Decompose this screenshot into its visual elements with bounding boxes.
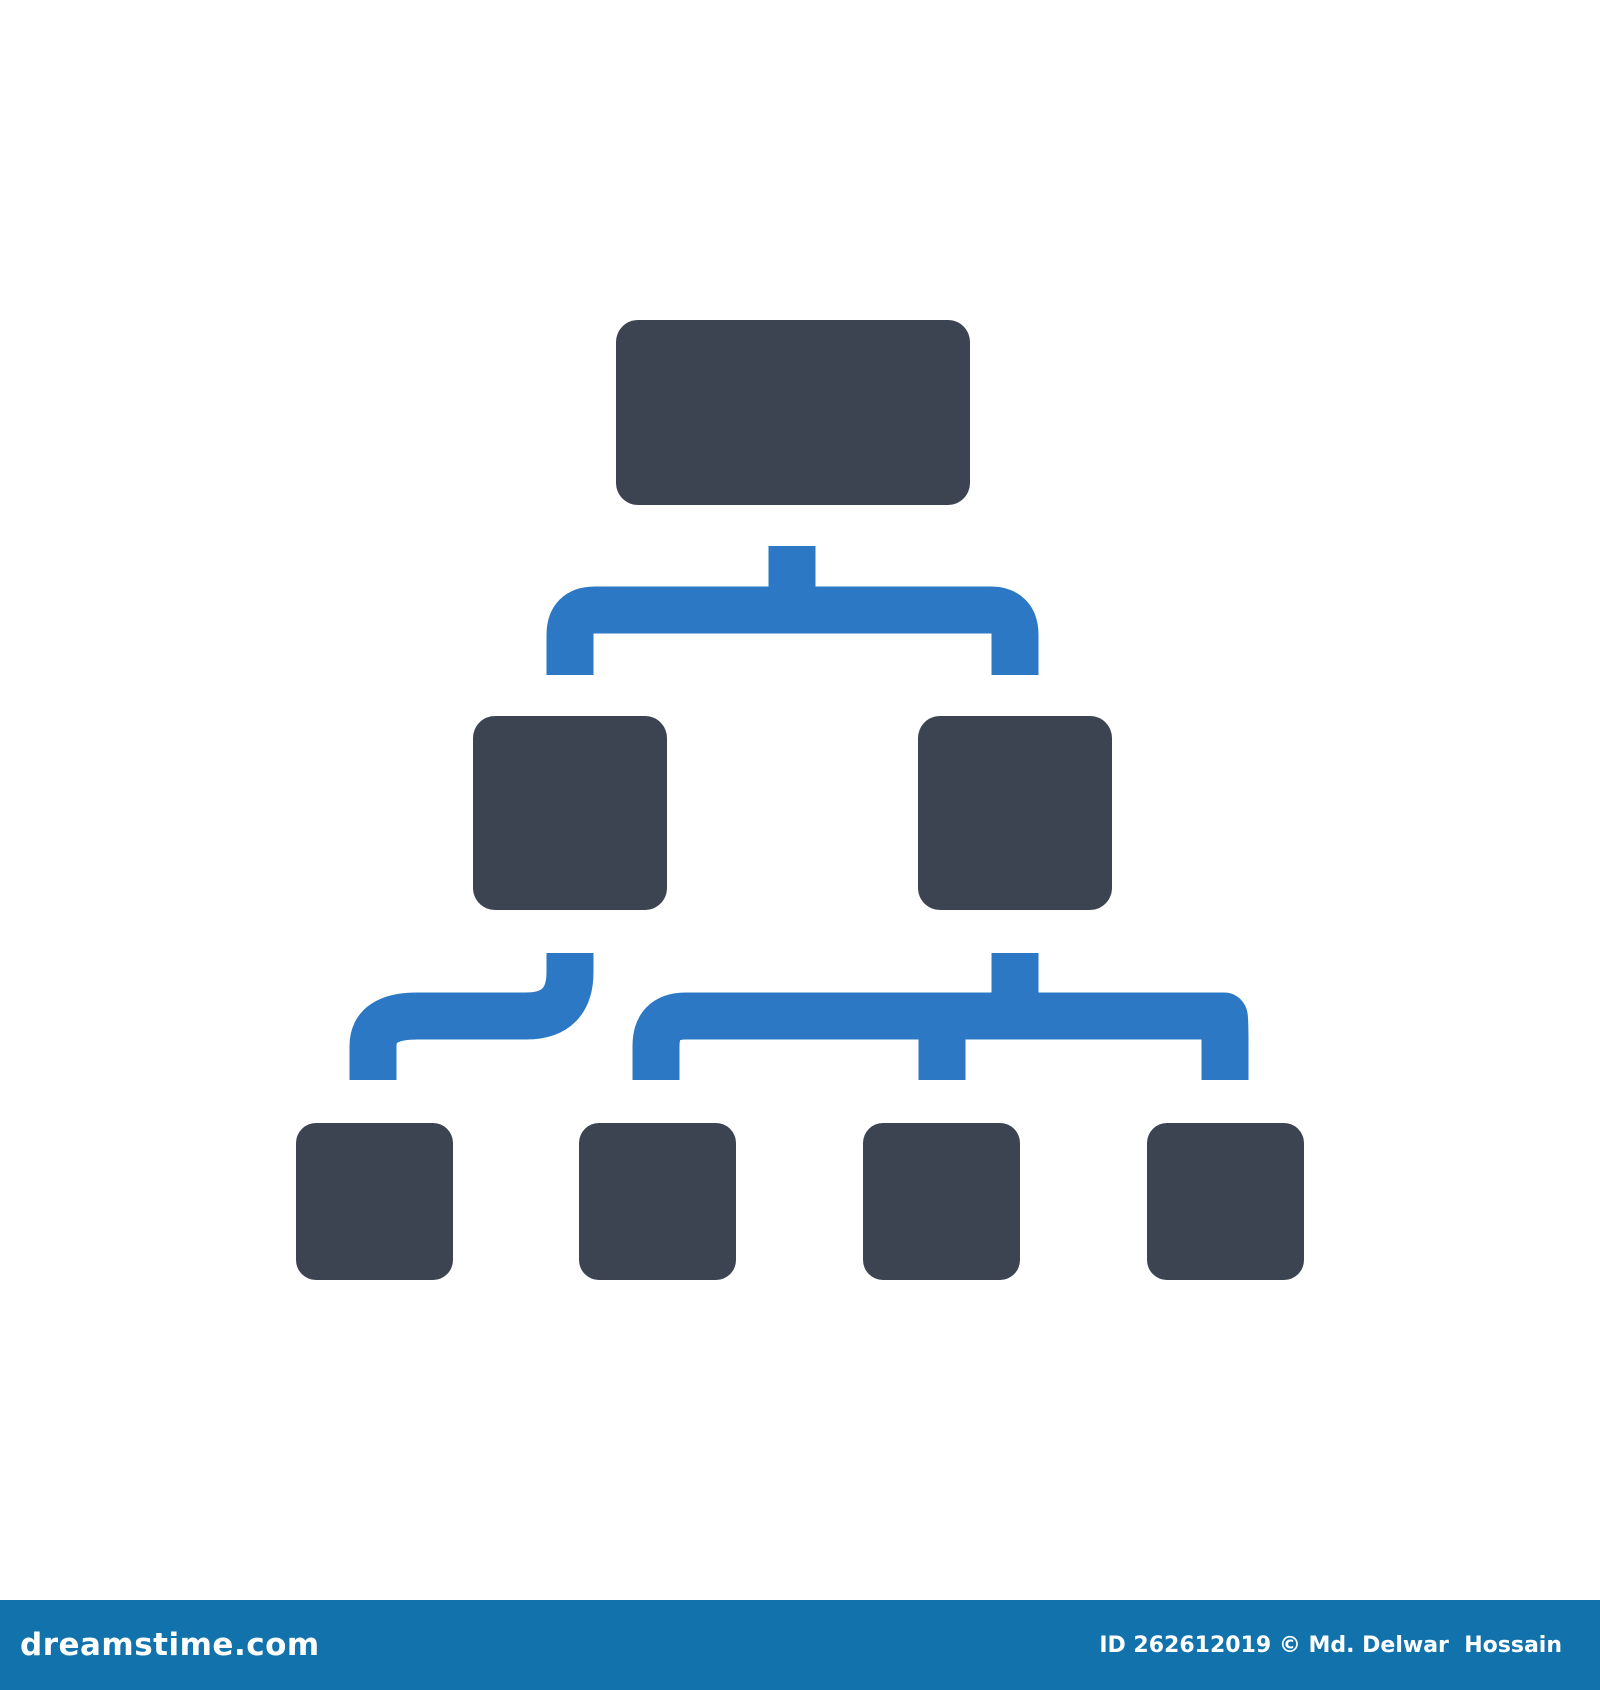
- hierarchy-structure-icon: [296, 320, 1304, 1280]
- footer-credit: ID 262612019 © Md. Delwar Hossain: [1099, 1632, 1562, 1658]
- connector-right-to-level2: [632, 953, 1249, 1080]
- level2-node-2: [579, 1123, 736, 1280]
- level2-node-1: [296, 1123, 453, 1280]
- level1-node-left: [473, 716, 667, 910]
- root-node: [616, 320, 970, 505]
- watermark-footer: dreamstime.com ID 262612019 © Md. Delwar…: [0, 1600, 1600, 1690]
- level2-node-3: [863, 1123, 1020, 1280]
- level2-node-4: [1147, 1123, 1304, 1280]
- connector-left-to-level2: [349, 948, 594, 1080]
- footer-brand: dreamstime.com: [20, 1627, 320, 1663]
- connector-root-to-level1: [546, 546, 1039, 675]
- level1-node-right: [918, 716, 1112, 910]
